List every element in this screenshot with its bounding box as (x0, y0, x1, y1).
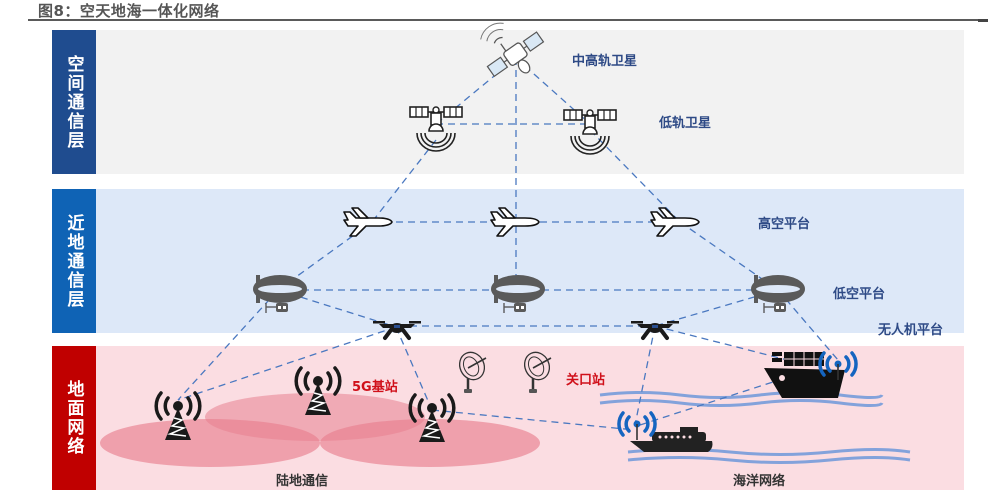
network-links (177, 57, 839, 431)
cargo-ship-icon (764, 352, 845, 398)
airship-icon-left (252, 274, 308, 314)
ground-layer-tag: 地面网络 (52, 346, 96, 490)
geo-satellite-icon (480, 22, 545, 78)
leo-satellite-icon-left (409, 106, 463, 152)
space-layer-label: 空间通信层 (63, 54, 84, 150)
uav-platform-label: 无人机平台 (878, 323, 944, 338)
ocean-network-label: 海洋网络 (733, 474, 786, 489)
near-earth-layer-label: 近地通信层 (63, 213, 84, 309)
satellite-dish-icon-left (453, 346, 491, 395)
airship-icon-center (490, 274, 546, 314)
gateway-station-label: 关口站 (566, 373, 606, 388)
space-layer-tag: 空间通信层 (52, 30, 96, 174)
ground-layer-label: 地面网络 (63, 380, 84, 456)
drone-icon-left (371, 319, 423, 340)
base-station-label: 5G基站 (352, 380, 398, 395)
figure-title: 图8：空天地海一体化网络 (38, 2, 220, 20)
ground-layer-panel: 地面网络 (52, 346, 964, 490)
airplane-icon-left (343, 207, 393, 237)
airplane-icon-right (650, 207, 700, 237)
satellite-dish-icon-right (518, 346, 556, 395)
title-divider-end (978, 19, 988, 22)
title-divider (28, 19, 988, 21)
ship-signal-icon-cruise (617, 411, 657, 442)
cruise-ship-icon (630, 427, 713, 452)
airship-icon-right (750, 274, 806, 314)
near-earth-layer-tag: 近地通信层 (52, 189, 96, 333)
land-communication-label: 陆地通信 (276, 474, 329, 489)
ship-signal-icon-cargo (818, 351, 858, 382)
coverage-area-right (320, 419, 540, 467)
high-altitude-platform-label: 高空平台 (758, 217, 811, 232)
airplane-icon-center (490, 207, 540, 237)
low-altitude-platform-label: 低空平台 (833, 287, 886, 302)
drone-icon-right (629, 319, 681, 340)
geo-satellite-label: 中高轨卫星 (572, 54, 638, 69)
leo-satellite-icon-right (563, 109, 617, 155)
leo-satellite-label: 低轨卫星 (659, 116, 712, 131)
